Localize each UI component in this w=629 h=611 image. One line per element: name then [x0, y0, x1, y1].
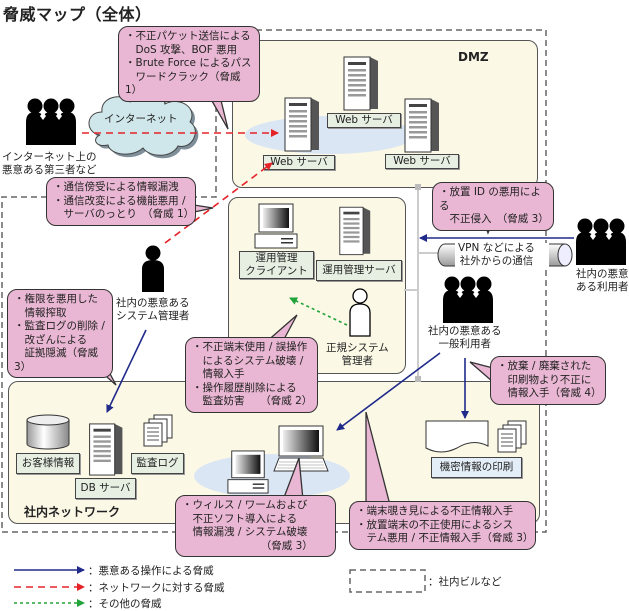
printout-icon [425, 420, 489, 454]
callout-virus: ・ウィルス / ワームおよび 不正ソフト導入による 情報漏洩 / システム破壊 … [175, 495, 336, 557]
vpn-label: VPN などによる 社外からの通信 [458, 242, 535, 267]
audit-log-documents-icon [140, 414, 174, 448]
malicious-general-users-icon [442, 276, 494, 323]
internal-network-label: 社内ネットワーク [24, 505, 121, 519]
legend-malicious-operation: ：悪意ある操作による脅威 [88, 565, 214, 577]
malicious-sysadmin-label: 社内の悪意ある システム管理者 [116, 297, 190, 322]
database-icon [26, 414, 70, 450]
db-server-label: DB サーバ [75, 478, 136, 499]
legend-building: ：社内ビルなど [428, 576, 502, 588]
malicious-arrow-db [106, 329, 147, 413]
malicious-arrow-laptop [336, 352, 441, 431]
callout-tail-peeping [365, 411, 391, 506]
remote-malicious-users-icon [575, 218, 627, 265]
internet-attackers-label: インターネット上の 悪意ある第三者など [2, 151, 97, 176]
web-server-2-icon [342, 55, 380, 111]
legend-other-threat: ：その他の脅威 [88, 598, 162, 610]
network-threat-arrow-admin [164, 162, 273, 244]
customer-info-label: お客様情報 [16, 453, 80, 474]
confidential-print-label: 機密情報の印刷 [431, 457, 522, 478]
dmz-label: DMZ [458, 50, 489, 64]
building-boundary [1, 29, 547, 533]
legend-building-box [349, 569, 426, 593]
internet-label: インターネット [104, 113, 178, 125]
other-threat-arrow [289, 297, 348, 326]
callout-privilege: ・権限を悪用した 情報搾取 ・監査ログの削除 / 改ざんによる 証拠隠滅（脅威 … [7, 289, 113, 378]
callout-tail-virus [282, 457, 304, 501]
printed-documents-icon [494, 420, 528, 454]
web-server-3-label: Web サーバ [385, 154, 459, 169]
web-server-1-label: Web サーバ [263, 155, 335, 170]
internet-attackers-icon [25, 98, 77, 145]
callout-sniffing: ・通信傍受による情報漏洩 ・通信改変による機能悪用 / サーバのっとり （脅威 … [46, 177, 196, 226]
vpn-pipe-icon [437, 243, 573, 267]
web-server-2-label: Web サーバ [327, 113, 401, 128]
legit-sysadmin-label: 正規システム 管理者 [326, 342, 389, 367]
ops-server-icon [338, 203, 372, 258]
web-server-3-icon [403, 97, 441, 153]
remote-malicious-user-label: 社内の悪意 ある利用者 [576, 268, 629, 293]
db-server-icon [86, 422, 126, 476]
page-title: 脅威マップ（全体） [3, 5, 152, 24]
ops-server-label: 運用管理サーバ [316, 260, 402, 281]
desktop-pc-icon [226, 450, 270, 494]
web-server-1-icon [283, 96, 321, 152]
malicious-sysadmin-icon [140, 245, 166, 292]
legend-network-threat: ：ネットワークに対する脅威 [88, 582, 225, 594]
callout-dos: ・不正パケット送信による DoS 攻撃、BOF 悪用 ・Brute Force … [118, 26, 260, 102]
laptop-icon [273, 425, 329, 472]
audit-log-label: 監査ログ [131, 453, 184, 474]
callout-idle-id: ・放置 ID の悪用による 不正侵入 （脅威 3） [432, 182, 554, 231]
ops-client-pc-icon [253, 203, 299, 249]
ops-client-label: 運用管理 クライアント [239, 251, 314, 279]
legit-sysadmin-icon [348, 288, 372, 337]
callout-misuse: ・不正端末使用 / 誤操作 によるシステム破壊 / 情報入手 ・操作履歴削除によ… [185, 337, 318, 413]
callout-printout: ・放棄 / 廃棄された 印刷物より不正に 情報入手（脅威 4） [490, 356, 606, 405]
callout-peeping: ・端末覗き見による不正情報入手 ・放置端末の不正使用によるシス テム悪用 / 不… [349, 501, 536, 550]
malicious-general-user-label: 社内の悪意ある 一般利用者 [428, 325, 502, 350]
cloud-icon [88, 92, 199, 159]
